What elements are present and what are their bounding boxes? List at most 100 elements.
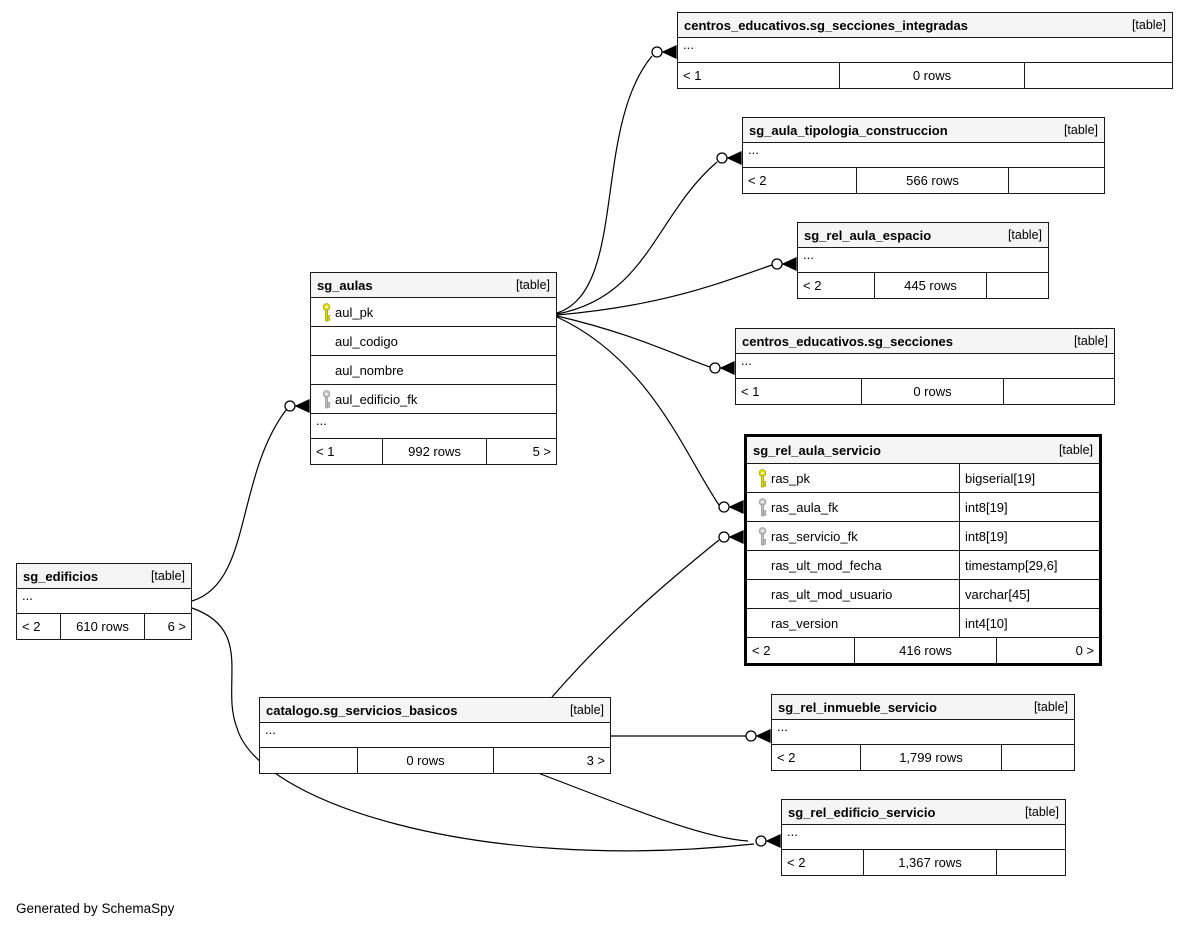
foreign-key-icon [753, 526, 771, 546]
table-name[interactable]: sg_edificios [23, 568, 99, 584]
footer-parents: < 2 [777, 750, 796, 765]
footer-rowcount: 992 rows [382, 439, 487, 464]
table-name[interactable]: catalogo.sg_servicios_basicos [266, 702, 458, 718]
table-sg-rel-aula-espacio[interactable]: sg_rel_aula_espacio [table] ... < 2 445 … [797, 222, 1049, 299]
footer-children [1009, 168, 1104, 193]
footer-parents: < 2 [752, 643, 771, 658]
edge-aulas-rel-aula-servicio [556, 316, 720, 506]
column-name: aul_edificio_fk [335, 391, 418, 407]
footer-parents: < 2 [787, 855, 806, 870]
footer-rowcount: 0 rows [839, 63, 1025, 88]
footer-children: 6 > [167, 619, 186, 634]
table-footer: < 2 416 rows 0 > [747, 638, 1099, 663]
table-tag: [table] [1007, 228, 1042, 242]
columns-ellipsis: ... [736, 354, 1114, 379]
table-sg-rel-inmueble-servicio[interactable]: sg_rel_inmueble_servicio [table] ... < 2… [771, 694, 1075, 771]
primary-key-icon [317, 302, 335, 322]
footer-rowcount: 610 rows [60, 614, 145, 639]
footer-parents: < 1 [316, 444, 335, 459]
column-row: ras_pk bigserial[19] [747, 464, 1099, 493]
table-header[interactable]: sg_rel_aula_servicio [table] [747, 437, 1099, 464]
table-header[interactable]: catalogo.sg_servicios_basicos [table] [260, 698, 610, 723]
columns-ellipsis: ... [678, 38, 1172, 63]
columns-ellipsis: ... [311, 414, 556, 439]
table-header[interactable]: centros_educativos.sg_secciones_integrad… [678, 13, 1172, 38]
table-sg-servicios-basicos[interactable]: catalogo.sg_servicios_basicos [table] ..… [259, 697, 611, 774]
table-header[interactable]: sg_aula_tipologia_construccion [table] [743, 118, 1104, 143]
generated-by-note: Generated by SchemaSpy [16, 901, 175, 916]
table-header[interactable]: sg_aulas [table] [311, 273, 556, 298]
column-row: aul_edificio_fk [311, 385, 556, 414]
table-name[interactable]: centros_educativos.sg_secciones [742, 333, 953, 349]
table-footer: < 2 1,367 rows [782, 850, 1065, 875]
column-name: ras_ult_mod_usuario [771, 586, 893, 602]
footer-children: 3 > [586, 753, 605, 768]
footer-children: 5 > [532, 444, 551, 459]
table-header[interactable]: centros_educativos.sg_secciones [table] [736, 329, 1114, 354]
table-sg-aula-tipologia-construccion[interactable]: sg_aula_tipologia_construccion [table] .… [742, 117, 1105, 194]
table-sg-edificios[interactable]: sg_edificios [table] ... < 2 610 rows 6 … [16, 563, 192, 640]
column-type: int8[19] [959, 522, 1093, 550]
table-sg-rel-edificio-servicio[interactable]: sg_rel_edificio_servicio [table] ... < 2… [781, 799, 1066, 876]
table-name[interactable]: sg_aulas [317, 277, 373, 293]
footer-rowcount: 0 rows [861, 379, 1004, 404]
table-header[interactable]: sg_rel_inmueble_servicio [table] [772, 695, 1074, 720]
footer-rowcount: 0 rows [357, 748, 494, 773]
footer-rowcount: 566 rows [856, 168, 1009, 193]
footer-parents: < 1 [741, 384, 760, 399]
table-tag: [table] [569, 703, 604, 717]
footer-rowcount: 416 rows [854, 638, 997, 663]
table-footer: < 2 445 rows [798, 273, 1048, 298]
footer-children [1004, 379, 1114, 404]
foreign-key-icon [753, 497, 771, 517]
table-footer: < 2 1,799 rows [772, 745, 1074, 770]
column-row: ras_servicio_fk int8[19] [747, 522, 1099, 551]
column-name: ras_aula_fk [771, 499, 839, 515]
footer-children [1002, 745, 1074, 770]
table-name[interactable]: sg_rel_aula_espacio [804, 227, 932, 243]
footer-parents: < 2 [803, 278, 822, 293]
edge-aulas-tipologia [556, 161, 718, 315]
table-footer: < 1 0 rows [736, 379, 1114, 404]
table-tag: [table] [150, 569, 185, 583]
table-tag: [table] [1063, 123, 1098, 137]
table-tag: [table] [1033, 700, 1068, 714]
table-tag: [table] [1131, 18, 1166, 32]
column-name: ras_version [771, 615, 839, 631]
table-header[interactable]: sg_rel_aula_espacio [table] [798, 223, 1048, 248]
table-header[interactable]: sg_rel_edificio_servicio [table] [782, 800, 1065, 825]
table-name[interactable]: sg_aula_tipologia_construccion [749, 122, 948, 138]
column-name: aul_codigo [335, 333, 398, 349]
table-name[interactable]: sg_rel_edificio_servicio [788, 804, 936, 820]
table-sg-secciones-integradas[interactable]: centros_educativos.sg_secciones_integrad… [677, 12, 1173, 89]
footer-parents: < 2 [748, 173, 767, 188]
column-row: ras_ult_mod_fecha timestamp[29,6] [747, 551, 1099, 580]
table-footer: < 1 0 rows [678, 63, 1172, 88]
table-header[interactable]: sg_edificios [table] [17, 564, 191, 589]
column-name: ras_pk [771, 470, 811, 486]
column-type: int4[10] [959, 609, 1093, 637]
column-name: aul_pk [335, 304, 374, 320]
table-name[interactable]: sg_rel_inmueble_servicio [778, 699, 937, 715]
column-row: aul_pk [311, 298, 556, 327]
column-name: ras_ult_mod_fecha [771, 557, 882, 573]
table-name[interactable]: centros_educativos.sg_secciones_integrad… [684, 17, 968, 33]
footer-parents [260, 748, 357, 773]
table-sg-secciones[interactable]: centros_educativos.sg_secciones [table] … [735, 328, 1115, 405]
column-type: timestamp[29,6] [959, 551, 1093, 579]
edge-servicios-rel-aula-servicio [551, 539, 720, 698]
column-row: aul_nombre [311, 356, 556, 385]
column-name: aul_nombre [335, 362, 404, 378]
column-type: bigserial[19] [959, 464, 1093, 492]
table-sg-aulas[interactable]: sg_aulas [table] aul_pk aul_codigo aul_n… [310, 272, 557, 465]
footer-rowcount: 1,367 rows [863, 850, 997, 875]
table-name[interactable]: sg_rel_aula_servicio [753, 442, 881, 458]
footer-parents: < 1 [683, 68, 702, 83]
columns-ellipsis: ... [743, 143, 1104, 168]
table-sg-rel-aula-servicio[interactable]: sg_rel_aula_servicio [table] ras_pk bigs… [744, 434, 1102, 666]
column-row: ras_aula_fk int8[19] [747, 493, 1099, 522]
table-footer: 0 rows 3 > [260, 748, 610, 773]
column-type: varchar[45] [959, 580, 1093, 608]
primary-key-icon [753, 468, 771, 488]
